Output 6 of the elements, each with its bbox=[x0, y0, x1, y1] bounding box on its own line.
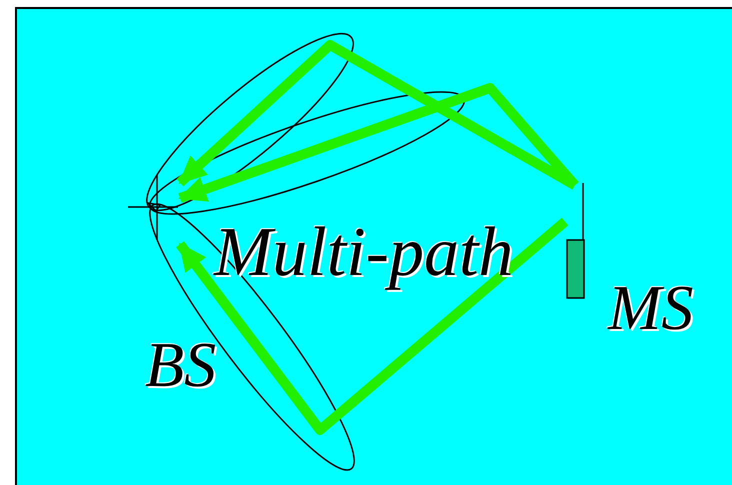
signal-path-arrow bbox=[176, 218, 568, 435]
station-label: BS bbox=[145, 333, 216, 397]
signal-path-arrow bbox=[176, 40, 578, 190]
signal-path-arrow bbox=[178, 83, 579, 203]
station-label: MS bbox=[608, 276, 694, 340]
diagram-label: Multi-path bbox=[214, 218, 514, 288]
